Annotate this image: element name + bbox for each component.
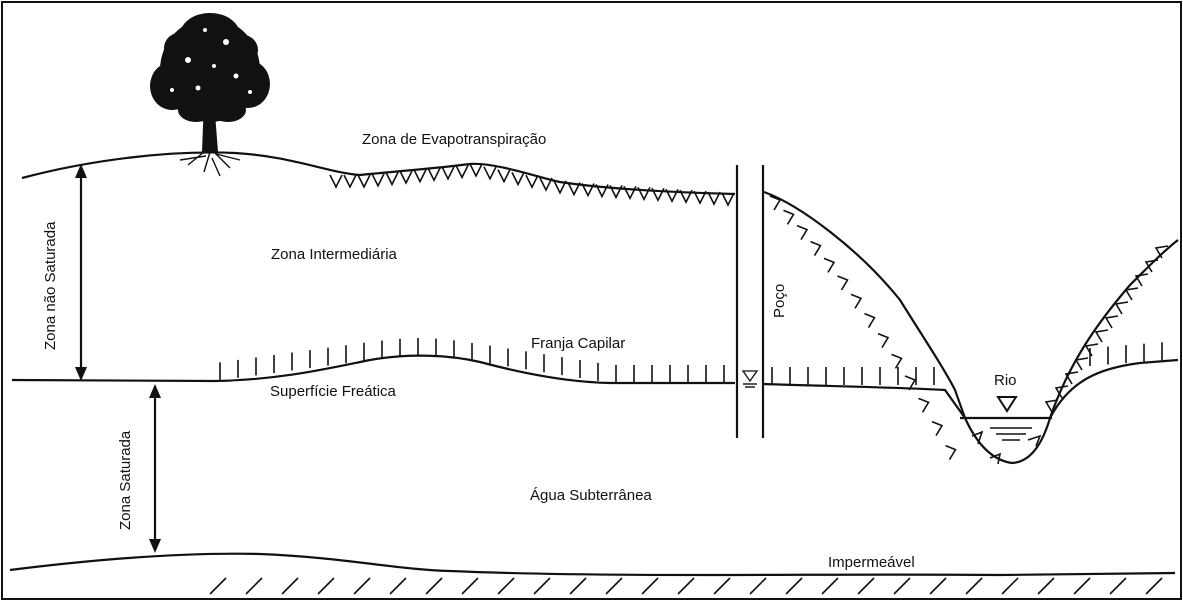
tree-icon [150,13,270,177]
capillary-fringe-ticks [219,338,1163,385]
river-water-ripples [990,427,1032,441]
saturated-zone-arrow [149,384,161,553]
unsaturated-zone-arrow [75,164,87,381]
impermeable-base-line [9,552,1176,577]
river-water-level-triangle-icon [996,396,1018,413]
groundwater-label: Água Subterrânea [530,487,652,504]
ground-surface-right [763,190,967,419]
well-water-level-triangle-icon [741,370,759,388]
river-channel [963,417,1052,465]
intermediate-zone-label: Zona Intermediária [271,246,398,263]
impermeable-hatching [209,577,1163,595]
well [735,165,765,438]
water-table-label: Superfície Freática [270,383,397,400]
water-table-line-right [763,358,1179,419]
well-label: Poço [771,284,788,318]
impermeable-label: Impermeável [828,554,915,571]
evapotranspiration-hatching [329,163,735,207]
unsaturated-zone-label: Zona não Saturada [42,221,59,350]
valley-slope-hatching [769,195,1169,465]
capillary-fringe-label: Franja Capilar [531,335,625,352]
saturated-zone-label: Zona Saturada [117,430,134,530]
ground-surface-left [21,151,736,196]
evapotranspiration-zone-label: Zona de Evapotranspiração [362,131,546,148]
river-label: Rio [994,372,1017,389]
water-table-line [11,354,735,385]
